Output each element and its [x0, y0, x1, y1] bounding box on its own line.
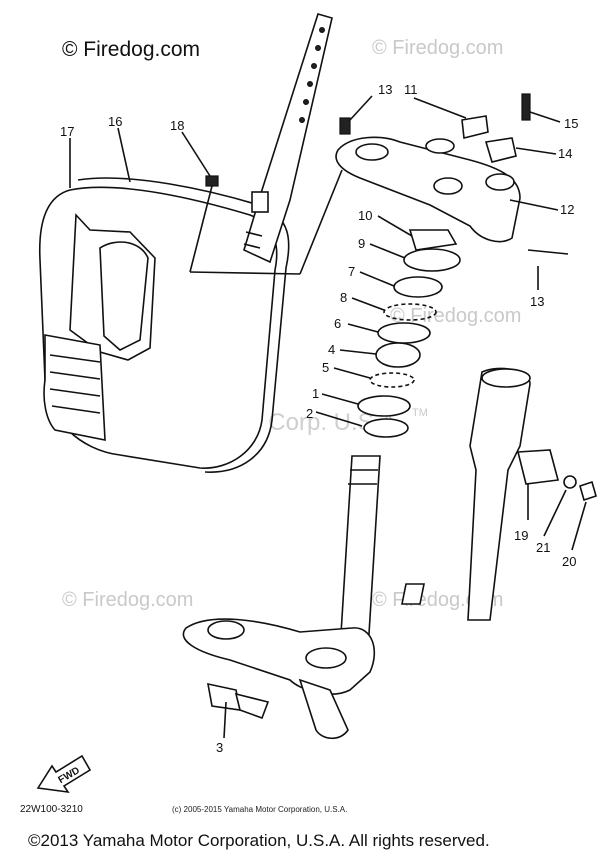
- leader-lines: [69, 95, 587, 739]
- callout-17: 17: [60, 124, 74, 139]
- fork-outer-tube: [401, 367, 597, 621]
- callout-6: 6: [334, 316, 341, 331]
- callout-1: 1: [312, 386, 319, 401]
- callout-16: 16: [108, 114, 122, 129]
- small-copyright: (c) 2005-2015 Yamaha Motor Corporation, …: [172, 805, 347, 814]
- watermark: © Firedog.com: [372, 37, 503, 59]
- diagram-code: 22W100-3210: [20, 804, 83, 815]
- callout-20: 20: [562, 554, 576, 569]
- callout-8: 8: [340, 290, 347, 305]
- callout-14: 14: [558, 146, 572, 161]
- callout-9: 9: [358, 236, 365, 251]
- callout-10: 10: [358, 208, 372, 223]
- callout-13-bottom: 13: [530, 294, 544, 309]
- callout-7: 7: [348, 264, 355, 279]
- callout-18: 18: [170, 118, 184, 133]
- callout-4: 4: [328, 342, 335, 357]
- number-plate: [38, 177, 290, 473]
- callout-2: 2: [306, 406, 313, 421]
- upper-bracket: [335, 93, 531, 243]
- callout-13-top: 13: [378, 82, 392, 97]
- watermark-top-left: © Firedog.com: [62, 38, 200, 61]
- callout-19: 19: [514, 528, 528, 543]
- callout-15: 15: [564, 116, 578, 131]
- footer-copyright: ©2013 Yamaha Motor Corporation, U.S.A. A…: [28, 831, 490, 850]
- watermark: © Firedog.com: [390, 305, 521, 327]
- trademark: TM: [412, 407, 428, 419]
- callout-numbers: 1 2 3 4 5 6 7 8 9 10 11 12 13 13 14 15 1…: [60, 82, 578, 755]
- callout-5: 5: [322, 360, 329, 375]
- steering-stem: [182, 455, 381, 740]
- callout-12: 12: [560, 202, 574, 217]
- callout-3: 3: [216, 740, 223, 755]
- callout-11: 11: [404, 82, 418, 97]
- callout-21: 21: [536, 540, 550, 555]
- number-plate-bracket: [189, 13, 343, 275]
- fwd-arrow-icon: FWD: [36, 754, 92, 794]
- bearing-stack: [357, 229, 461, 438]
- watermark: © Firedog.com: [62, 589, 193, 611]
